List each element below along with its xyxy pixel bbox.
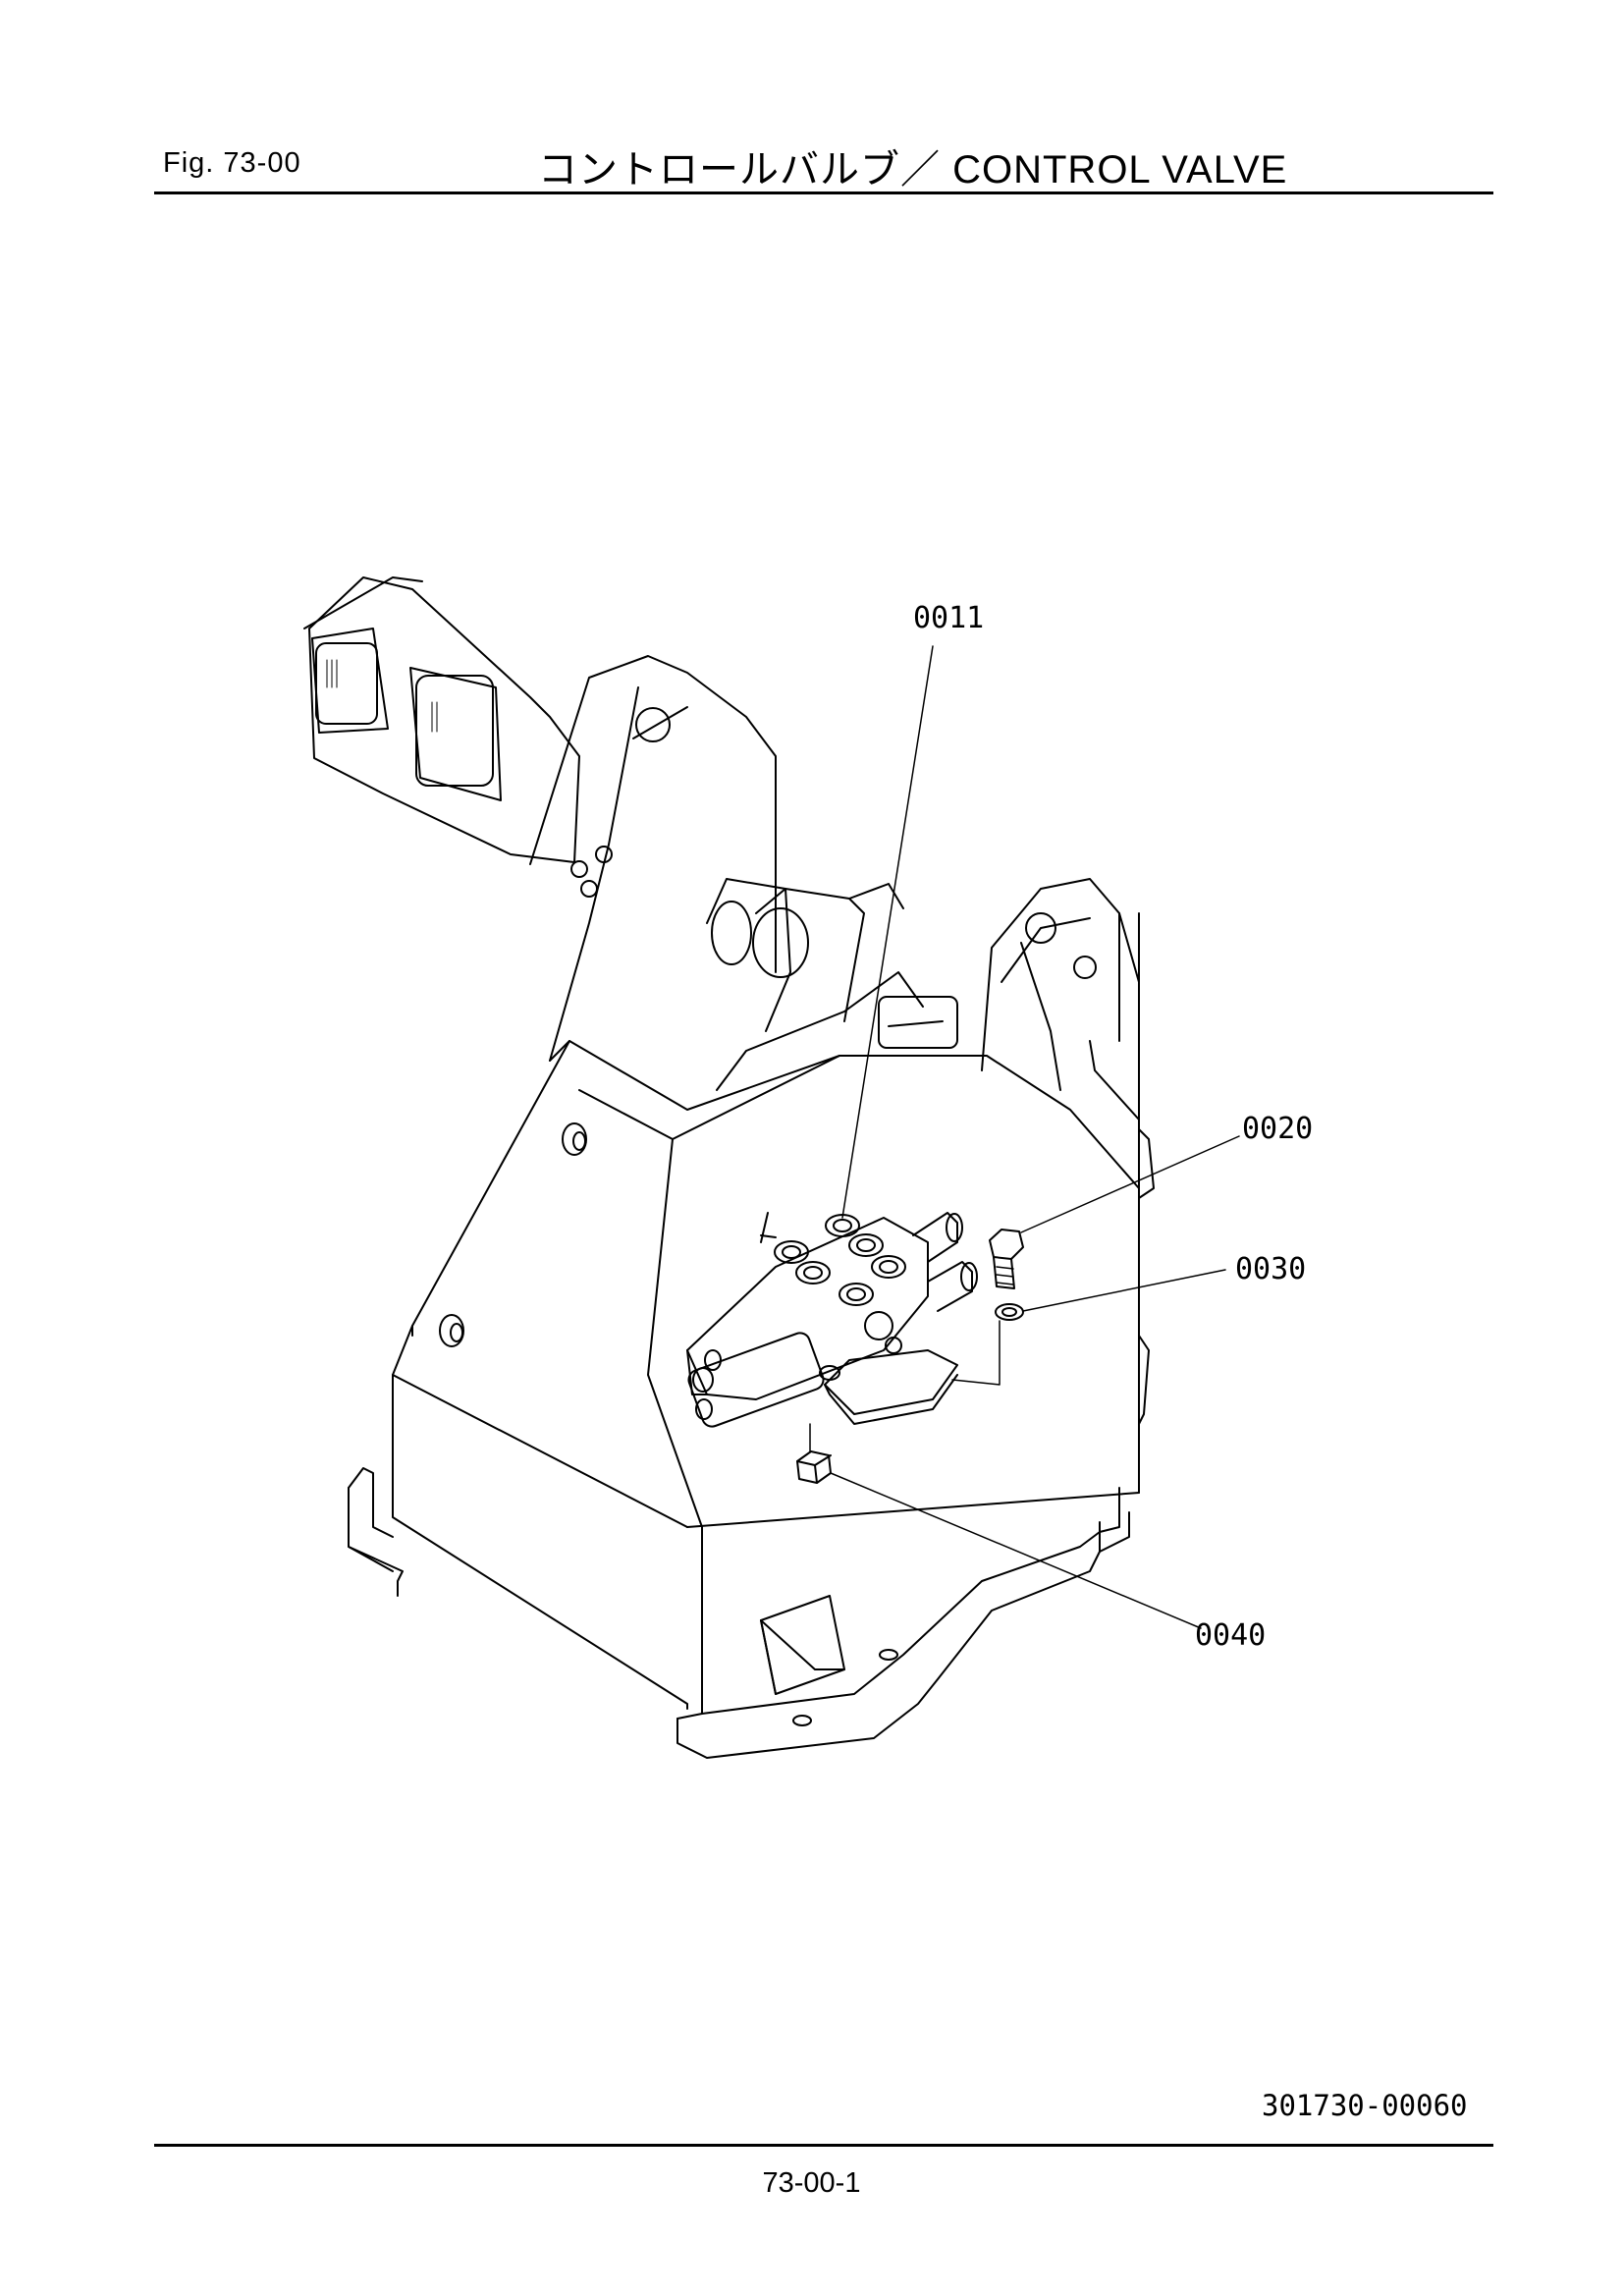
header-rule bbox=[154, 191, 1493, 194]
page-number: 73-00-1 bbox=[762, 2167, 861, 2199]
footer-rule bbox=[154, 2144, 1493, 2147]
page-header: Fig. 73-00 コントロールバルブ／ CONTROL VALVE bbox=[0, 0, 1623, 196]
page-title: コントロールバルブ／ CONTROL VALVE bbox=[538, 148, 1288, 191]
leader-lines bbox=[830, 645, 1240, 1629]
main-frame bbox=[529, 655, 1140, 1415]
valve-ports bbox=[774, 1214, 906, 1306]
figure-number: Fig. 73-00 bbox=[163, 147, 301, 179]
nut bbox=[796, 1450, 832, 1484]
callout-0011: 0011 bbox=[913, 601, 985, 635]
callout-0040: 0040 bbox=[1195, 1618, 1267, 1653]
spring-washer bbox=[995, 1303, 1024, 1321]
drawing-number: 301730-00060 bbox=[1262, 2089, 1468, 2122]
cab-housing bbox=[303, 576, 580, 863]
base-body bbox=[348, 1040, 1155, 1759]
control-valve bbox=[686, 1212, 978, 1428]
bolt bbox=[989, 1229, 1024, 1289]
callout-0020: 0020 bbox=[1242, 1112, 1314, 1146]
callout-0030: 0030 bbox=[1235, 1252, 1307, 1286]
